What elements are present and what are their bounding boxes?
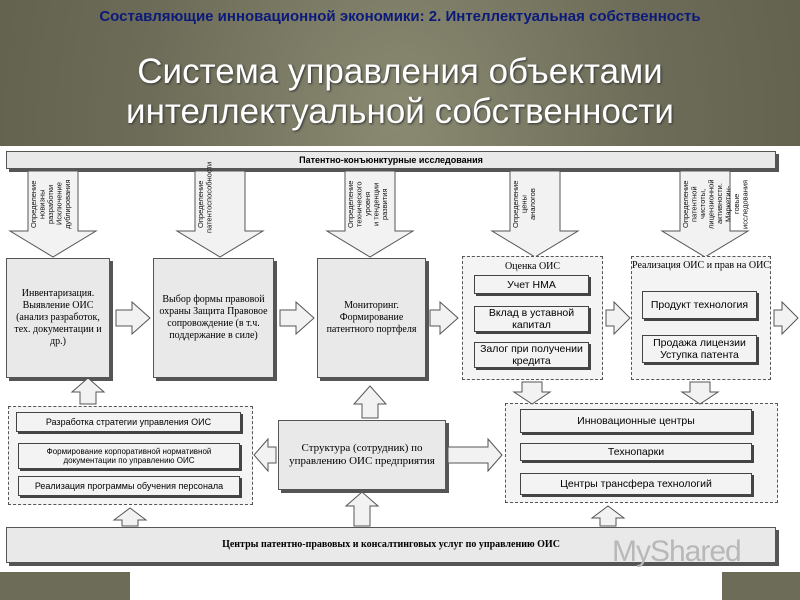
slide-subtitle: Составляющие инновационной экономики: 2.…	[99, 8, 701, 25]
arrow-down-realization	[680, 381, 720, 405]
inventory-box: Инвентаризация. Выявление ОИС (анализ ра…	[6, 258, 110, 378]
arrow-left-strategy	[253, 437, 277, 473]
strategy-item-training: Реализация программы обучения персонала	[18, 476, 240, 496]
patent-research-bar: Патентно-конъюнктурные исследования	[6, 151, 776, 169]
bottom-strip-left	[0, 572, 130, 600]
arrow-down-assessment	[512, 381, 552, 405]
arrow-up-monitoring	[352, 385, 388, 419]
arrow-right-infra	[447, 437, 503, 473]
assessment-item-capital: Вклад в уставной капитал	[474, 306, 589, 332]
infra-item-tech-transfer: Центры трансфера технологий	[520, 473, 752, 495]
arrow-right-5	[773, 300, 799, 336]
assessment-item-nma: Учет НМА	[474, 275, 589, 294]
monitoring-box: Мониторинг. Формирование патентного порт…	[317, 258, 426, 378]
assessment-item-pledge: Залог при получении кредита	[474, 342, 589, 368]
arrow-right-1	[115, 300, 151, 336]
arrow-up-bottom-center	[344, 491, 380, 527]
infra-item-technoparks: Технопарки	[520, 443, 752, 461]
arrow-up-bottom-right	[590, 505, 626, 527]
arrow-right-3	[429, 300, 459, 336]
oip-structure-box: Структура (сотрудник) по управлению ОИС …	[278, 420, 446, 490]
legal-protection-box: Выбор формы правовой охраны Защита Право…	[153, 258, 274, 378]
arrow-right-4	[605, 300, 631, 336]
realization-item-product: Продукт технология	[642, 291, 757, 319]
assessment-caption: Оценка ОИС	[504, 261, 561, 272]
bottom-strip-right	[722, 572, 800, 600]
strategy-item-normative-docs: Формирование корпоративной нормативной д…	[18, 443, 240, 469]
realization-item-license: Продажа лицензии Уступка патента	[642, 335, 757, 363]
arrow-up-inventory	[70, 377, 106, 405]
arrow-up-bottom-left	[112, 507, 148, 527]
infra-item-innovation-centers: Инновационные центры	[520, 409, 752, 433]
consulting-centers-bar: Центры патентно-правовых и консалтинговы…	[6, 527, 776, 563]
myshared-watermark: MyShared	[612, 535, 742, 568]
realization-caption: Реализация ОИС и прав на ОИС	[632, 260, 770, 271]
strategy-item-development: Разработка стратегии управления ОИС	[16, 412, 241, 432]
slide-title: Система управления объектами интеллектуа…	[126, 52, 674, 131]
arrow-right-2	[279, 300, 315, 336]
